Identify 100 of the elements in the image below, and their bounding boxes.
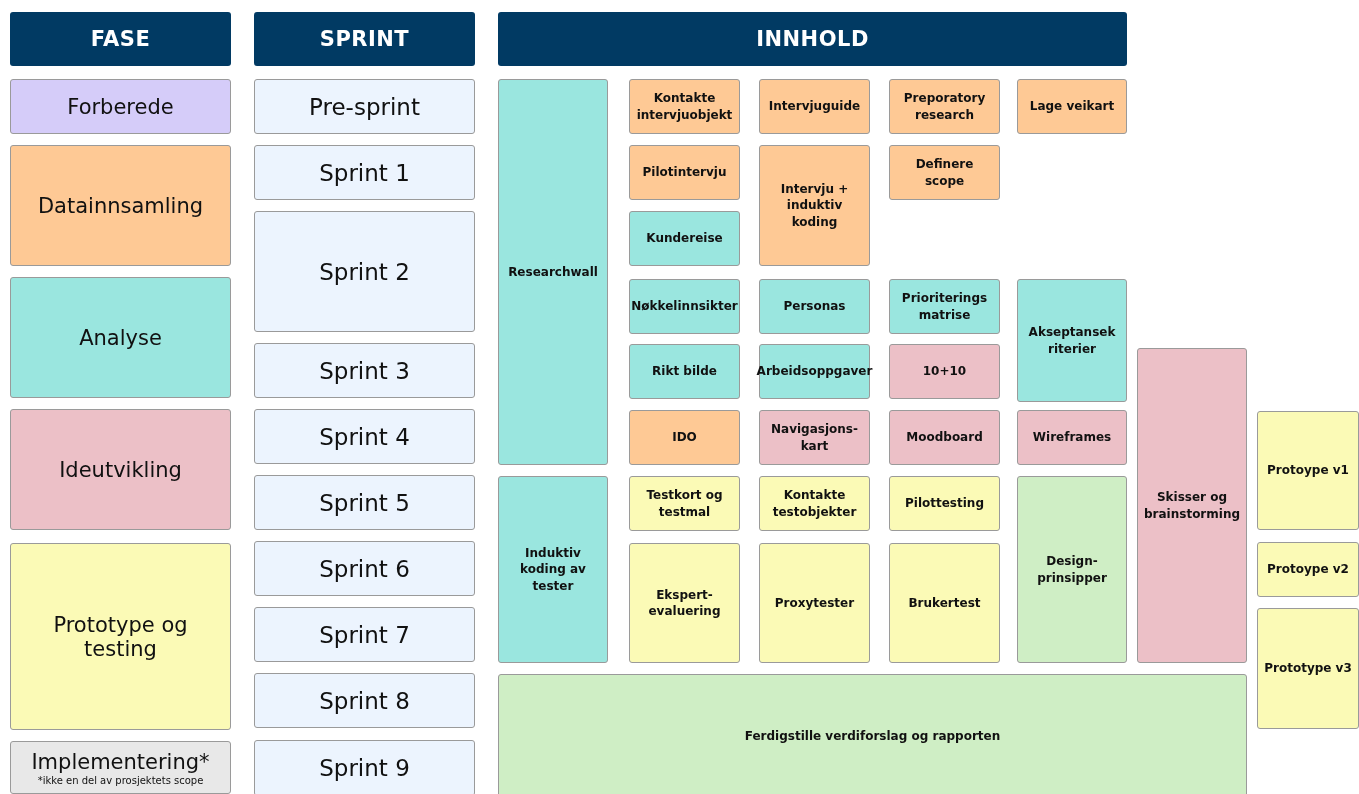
task-label: Design- prinsipper — [1036, 553, 1108, 586]
sprint-card — [254, 211, 475, 332]
phase-label: Ideutvikling — [59, 457, 182, 482]
task-label: Ekspert- evaluering — [647, 586, 722, 620]
phase-label: Analyse — [79, 325, 162, 350]
task-label: Induktiv koding av tester — [519, 545, 587, 594]
column-header — [498, 12, 1127, 66]
task-card — [1257, 411, 1359, 530]
task-card — [1257, 542, 1359, 597]
task-card — [629, 476, 740, 531]
task-card — [889, 410, 1000, 465]
task-card — [498, 674, 1247, 794]
task-label: Lage veikart — [1029, 98, 1115, 115]
task-card — [629, 543, 740, 663]
task-label: Personas — [783, 298, 846, 315]
task-card — [1017, 476, 1127, 663]
phase-card — [10, 543, 231, 730]
task-card — [1137, 348, 1247, 663]
task-card — [498, 79, 608, 465]
sprint-label: Sprint 5 — [319, 489, 410, 516]
phase-label: Forberede — [67, 94, 174, 119]
task-label: Definere scope — [914, 156, 975, 189]
sprint-card — [254, 409, 475, 464]
task-label: Kontakte testobjekter — [771, 487, 858, 520]
task-card — [889, 543, 1000, 663]
task-card — [759, 543, 870, 663]
task-label: Prioriterings matrise — [900, 290, 989, 323]
sprint-card — [254, 607, 475, 662]
task-label: Protoype v2 — [1267, 561, 1349, 578]
sprint-card — [254, 145, 475, 200]
task-label: IDO — [672, 429, 697, 446]
task-label: Rikt bilde — [652, 363, 717, 380]
task-label: 10+10 — [922, 363, 967, 380]
sprint-label: Sprint 7 — [319, 621, 410, 648]
phase-label: Implementering* — [31, 749, 210, 774]
task-card — [759, 145, 870, 266]
task-label: Nøkkelinnsikter — [631, 298, 738, 315]
task-card — [629, 211, 740, 266]
task-label: Brukertest — [908, 594, 981, 612]
sprint-label: Sprint 9 — [319, 755, 410, 781]
header-label: INNHOLD — [756, 27, 869, 51]
task-label: Testkort og testmal — [645, 487, 724, 520]
sprint-label: Sprint 2 — [319, 258, 410, 285]
sprint-card — [254, 740, 475, 794]
task-label: Protoype v1 — [1267, 462, 1349, 479]
task-label: Kontakte intervjuobjekt — [635, 90, 734, 123]
task-card — [759, 279, 870, 334]
column-header — [10, 12, 231, 66]
sprint-label: Sprint 8 — [319, 687, 410, 714]
sprint-card — [254, 79, 475, 134]
task-label: Proxytester — [774, 594, 855, 612]
task-card — [1017, 410, 1127, 465]
task-card — [889, 344, 1000, 399]
task-label: Preporatory research — [902, 90, 987, 123]
sprint-card — [254, 475, 475, 530]
task-label: Moodboard — [906, 429, 983, 446]
task-label: Intervjuguide — [768, 98, 861, 115]
header-label: FASE — [90, 27, 151, 51]
task-label: Wireframes — [1032, 429, 1112, 446]
task-label: Kundereise — [646, 230, 723, 247]
task-card — [629, 79, 740, 134]
sprint-label: Pre-sprint — [309, 93, 420, 120]
task-card — [498, 476, 608, 663]
task-label: Akseptansek riterier — [1027, 324, 1117, 357]
task-card — [889, 79, 1000, 134]
task-card — [889, 279, 1000, 334]
task-label: Prototype v3 — [1264, 660, 1352, 677]
phase-label: Datainnsamling — [37, 193, 204, 218]
task-label: Intervju + induktiv koding — [779, 181, 850, 230]
footnote-text: *ikke en del av prosjektets scope — [37, 774, 204, 786]
sprint-card — [254, 541, 475, 596]
sprint-label: Sprint 4 — [319, 423, 410, 450]
task-card — [759, 410, 870, 465]
sprint-label: Sprint 1 — [319, 159, 410, 186]
task-label: Ferdigstille verdiforslag og rapporten — [744, 728, 1001, 745]
task-label: Arbeidsoppgaver — [756, 363, 873, 380]
sprint-label: Sprint 6 — [319, 555, 410, 582]
task-card — [759, 476, 870, 531]
phase-card — [10, 79, 231, 134]
phase-label: Prototype og testing — [52, 612, 189, 661]
phase-card — [10, 277, 231, 398]
task-card — [889, 476, 1000, 531]
task-label: Pilottesting — [905, 495, 984, 512]
task-card — [759, 79, 870, 134]
task-label: Researchwall — [508, 263, 598, 281]
task-label: Pilotintervju — [642, 164, 727, 181]
task-card — [1017, 79, 1127, 134]
task-card — [1257, 608, 1359, 729]
sprint-card — [254, 673, 475, 728]
phase-card — [10, 145, 231, 266]
task-card — [889, 145, 1000, 200]
phase-card — [10, 409, 231, 530]
task-card — [629, 279, 740, 334]
task-label: Skisser og brainstorming — [1144, 489, 1241, 522]
sprint-label: Sprint 3 — [319, 357, 410, 384]
task-card — [1017, 279, 1127, 402]
sprint-card — [254, 343, 475, 398]
column-header — [254, 12, 475, 66]
task-label: Navigasjons- kart — [771, 421, 858, 454]
header-label: SPRINT — [319, 27, 410, 51]
